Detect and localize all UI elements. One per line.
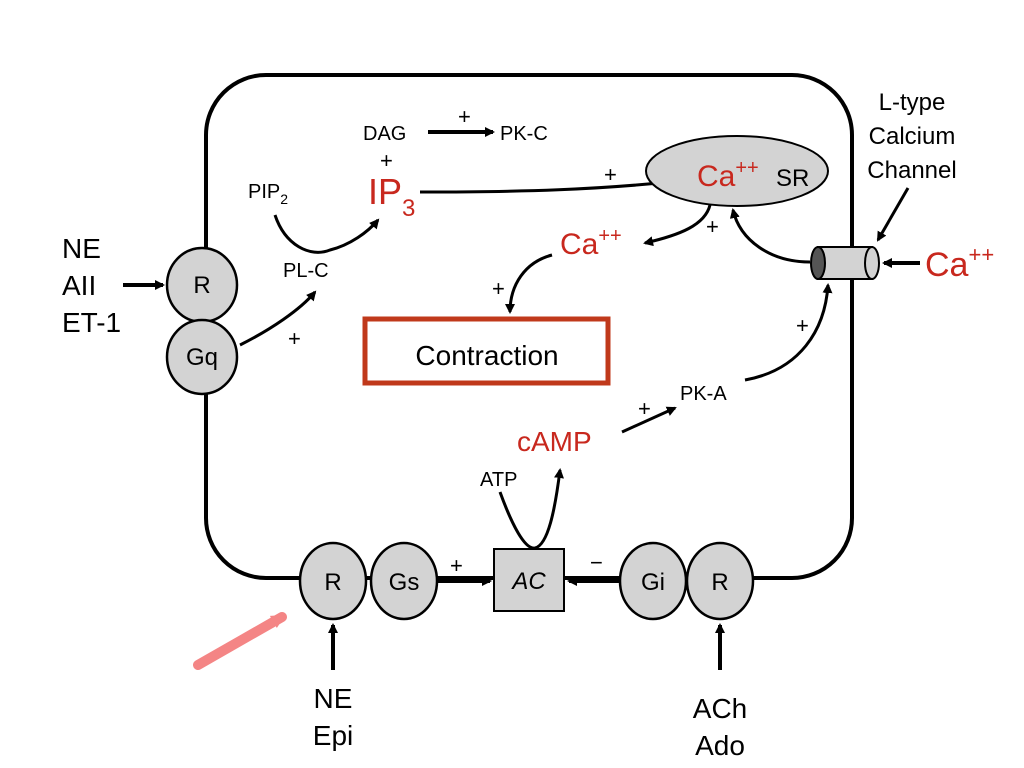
gs-protein-oval	[369, 541, 439, 621]
dag-label: DAG	[363, 123, 406, 145]
plc-label: PL-C	[283, 260, 329, 282]
agonist-ado: Ado	[695, 730, 745, 761]
gi-protein-label: Gi	[641, 569, 665, 596]
adenylyl-cyclase-box	[493, 548, 565, 612]
arrow-label-to-channel	[876, 187, 910, 242]
plus-ca-contraction: +	[492, 276, 505, 301]
arrow-camp-to-pka	[621, 406, 677, 434]
channel-label-line1: L-type	[879, 89, 946, 116]
agonist-ach: ACh	[693, 693, 747, 724]
agonist-aii: AII	[62, 270, 96, 301]
arrow-ip3-to-sr	[419, 175, 690, 194]
cytosolic-ca-label: Ca++	[560, 225, 622, 261]
arrow-ca-to-contraction	[505, 253, 553, 314]
highlight-pointer-arrow	[193, 612, 287, 670]
plus-channel-sr: +	[706, 214, 719, 239]
contraction-label: Contraction	[415, 340, 558, 371]
gs-protein-label: Gs	[389, 569, 420, 596]
plus-ip3-sr: +	[604, 162, 617, 187]
ip3-label: IP3	[368, 171, 415, 222]
l-type-calcium-channel	[810, 246, 880, 280]
plus-gs-ac: +	[450, 553, 463, 578]
plus-dag-pkc: +	[458, 104, 471, 129]
extracellular-ca-label: Ca++	[925, 242, 994, 284]
camp-label: cAMP	[517, 426, 592, 457]
arrow-pip2-to-ip3	[273, 214, 380, 254]
receptor-left-label: R	[193, 272, 210, 299]
gq-protein-label: Gq	[186, 344, 218, 371]
pka-label: PK-A	[680, 383, 727, 405]
l-type-channel-label: L-type Calcium Channel	[867, 89, 956, 184]
agonist-ne-left: NE	[62, 233, 101, 264]
channel-label-line3: Channel	[867, 157, 956, 184]
pip2-label: PIP2	[248, 181, 288, 207]
agonist-et1: ET-1	[62, 307, 121, 338]
receptor-gs-oval	[298, 541, 368, 621]
channel-label-line2: Calcium	[869, 123, 956, 150]
sr-label: SR	[776, 165, 809, 192]
plus-pka-channel: +	[796, 313, 809, 338]
minus-gi-ac: −	[590, 550, 603, 575]
agonist-ne-bottom: NE	[314, 683, 353, 714]
contraction-box	[362, 316, 611, 386]
atp-label: ATP	[480, 469, 517, 491]
arrow-pka-to-channel	[744, 283, 833, 382]
plus-camp-pka: +	[638, 396, 651, 421]
plus-gq-plc: +	[288, 326, 301, 351]
receptor-gi-label: R	[711, 569, 728, 596]
gq-protein-oval	[165, 318, 239, 396]
receptor-gi-oval	[685, 541, 755, 621]
agonist-list-left: NE AII ET-1	[62, 233, 121, 338]
arrow-channel-to-sr	[729, 208, 811, 264]
pkc-label: PK-C	[500, 123, 548, 145]
sr-ca-label: Ca++	[697, 157, 759, 193]
arrow-gq-to-plc	[239, 290, 317, 347]
adenylyl-cyclase-label: AC	[510, 568, 546, 595]
arrow-atp-to-camp	[498, 468, 564, 550]
plus-dag-ip3: +	[380, 148, 393, 173]
sarcoplasmic-reticulum	[645, 135, 829, 207]
receptor-gs-label: R	[324, 569, 341, 596]
arrow-sr-to-cytosolic-ca	[643, 204, 712, 247]
agonist-epi: Epi	[313, 720, 353, 751]
